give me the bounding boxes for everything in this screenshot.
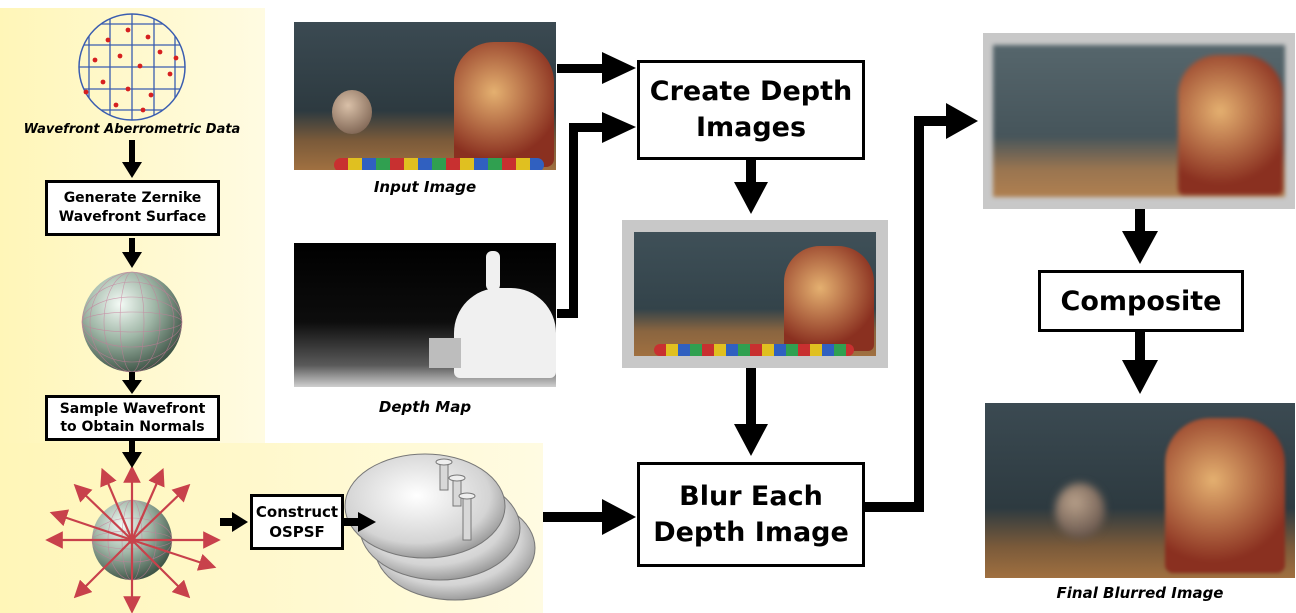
blurred-layers-train [1178,55,1283,195]
blurred-layers-image [983,33,1295,209]
depth-layers-scene [634,232,876,356]
depth-map-label: Depth Map [378,398,472,416]
construct-ospsf-line2: OSPSF [269,523,325,541]
input-image [294,22,556,170]
generate-zernike-box: Generate Zernike Wavefront Surface [45,180,220,236]
depth-map-image [294,243,556,387]
toy-train-shape [454,42,554,167]
wavefront-data-label: Wavefront Aberrometric Data [23,122,241,137]
composite-box: Composite [1038,270,1244,332]
sample-wavefront-line1: Sample Wavefront [59,401,206,417]
depth-chimney-silhouette [486,251,500,291]
ball-row [334,158,544,170]
final-baby-shape [1055,483,1105,538]
construct-ospsf-line1: Construct [255,503,339,521]
input-image-label: Input Image [373,178,477,196]
create-depth-images-box: Create Depth Images [637,60,865,160]
composite-label: Composite [1060,285,1222,317]
generate-zernike-line2: Wavefront Surface [58,209,207,225]
depth-layers-balls [654,344,854,356]
blur-each-line2: Depth Image [653,516,849,548]
baby-shape [332,90,372,134]
final-train-shape [1165,418,1285,573]
depth-train-silhouette [454,288,556,378]
construct-ospsf-box: Construct OSPSF [250,494,344,550]
create-depth-line2: Images [695,112,807,143]
blurred-layers-scene [993,45,1285,197]
blur-each-depth-image-box: Blur Each Depth Image [637,462,865,567]
sample-wavefront-line2: to Obtain Normals [60,419,205,435]
generate-zernike-line1: Generate Zernike [63,190,202,206]
final-image-label: Final Blurred Image [1056,584,1224,602]
depth-block-silhouette [429,338,461,368]
depth-layers-image [622,220,888,368]
final-blurred-image [985,403,1295,578]
blur-each-line1: Blur Each [679,480,823,512]
depth-layers-train [784,246,874,351]
create-depth-line1: Create Depth [649,76,853,107]
sample-wavefront-box: Sample Wavefront to Obtain Normals [45,395,220,441]
